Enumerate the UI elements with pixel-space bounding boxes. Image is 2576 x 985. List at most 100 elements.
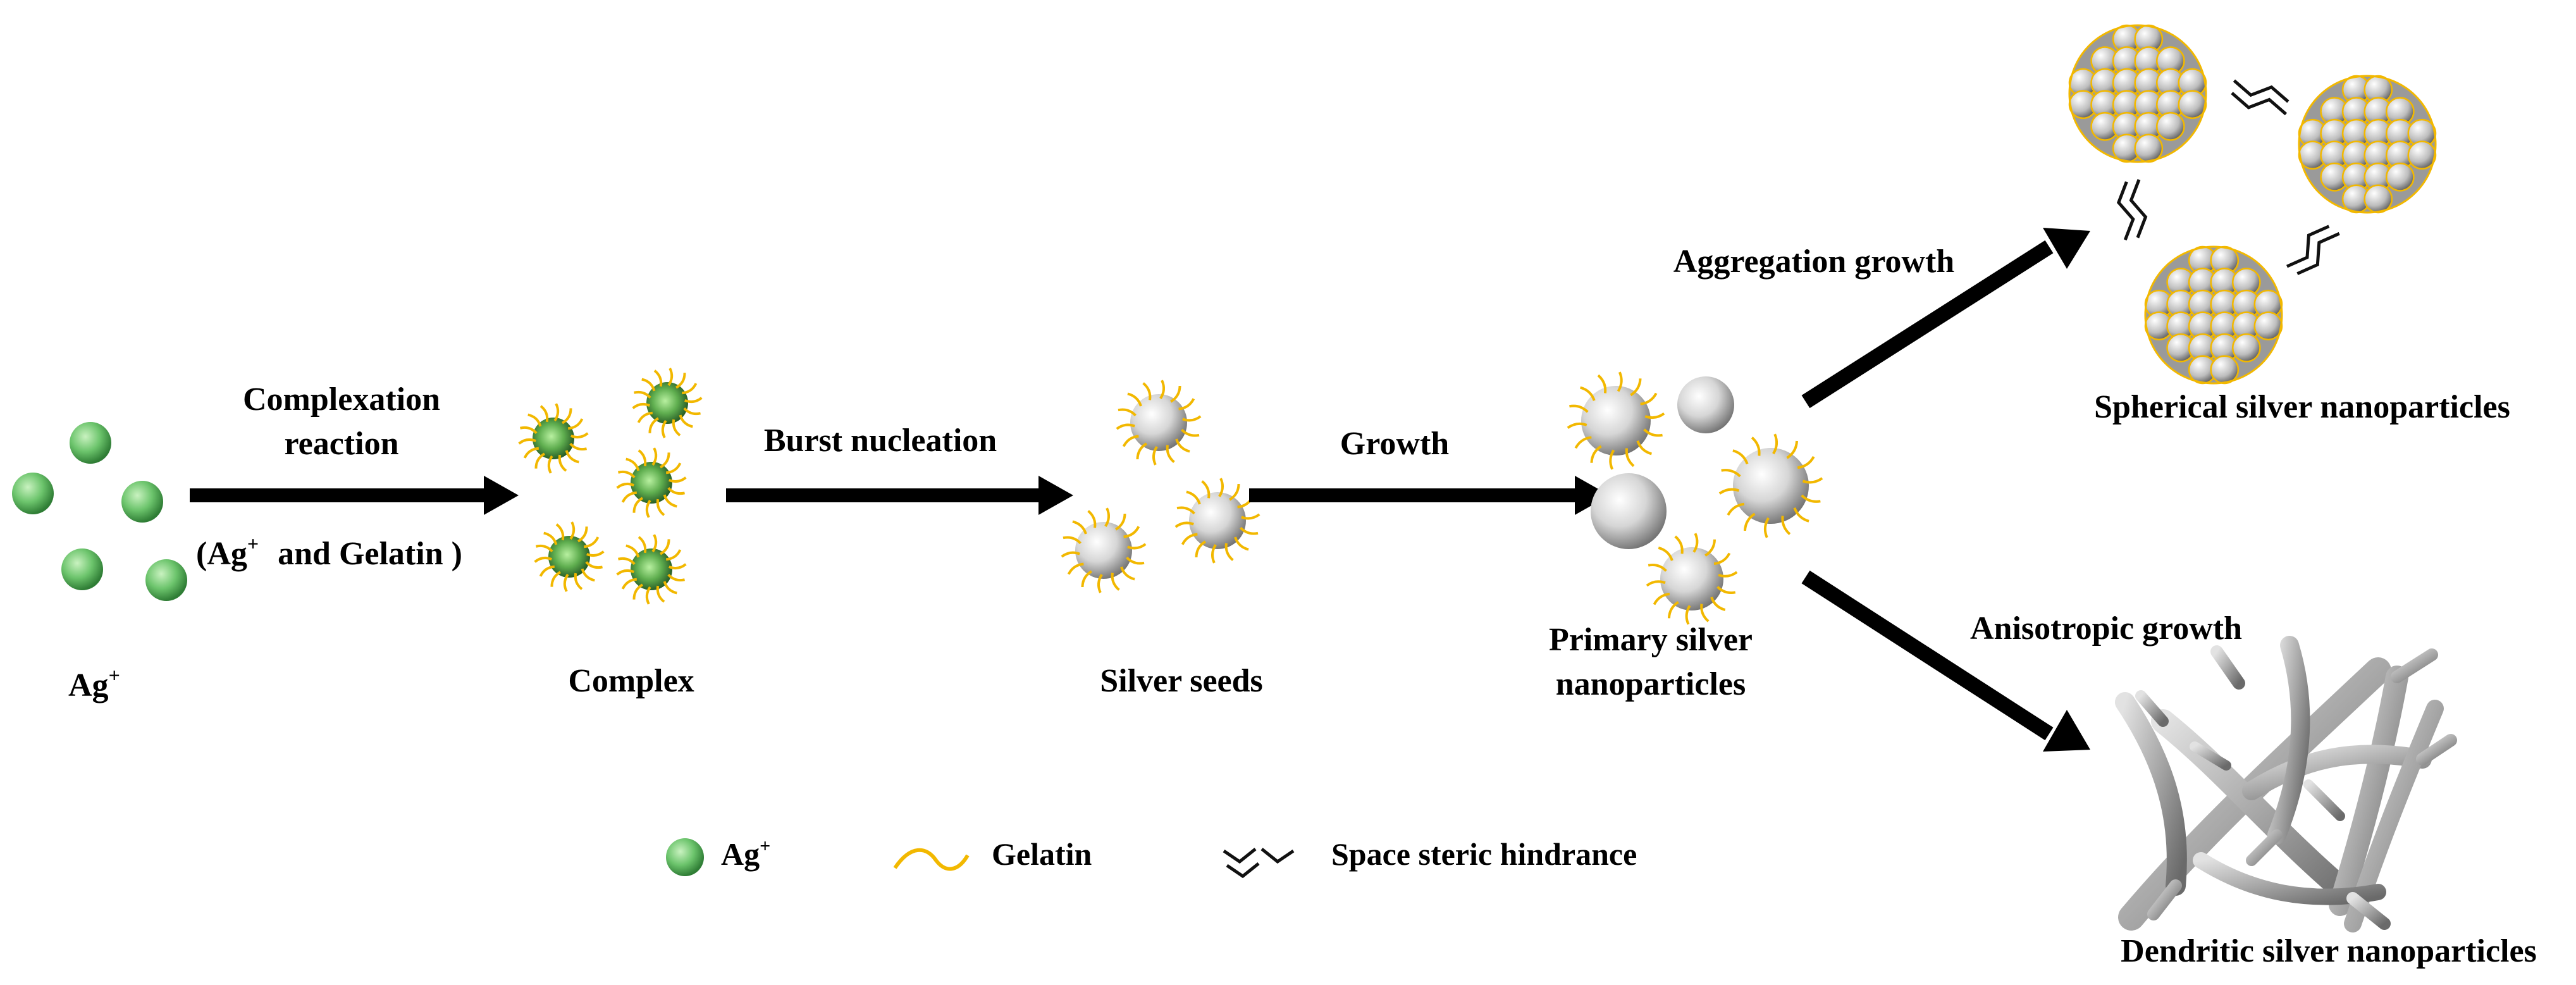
gelatin-strand: [1636, 440, 1652, 455]
ag-ion-label: Ag+: [68, 664, 120, 703]
gelatin-strand: [684, 397, 703, 404]
aggregated-nanoparticle: [2068, 24, 2207, 163]
aggregated-nanoparticle: [2144, 245, 2283, 385]
complex-particle-core: [533, 418, 574, 459]
silver-seed: [1174, 478, 1260, 564]
silver-seed-core: [1189, 492, 1246, 549]
gelatin-strand: [553, 403, 560, 422]
gelatin-strand: [663, 494, 677, 508]
silver-seed: [1061, 507, 1147, 593]
gelatin-strand: [1718, 571, 1738, 578]
gelatin-strand: [519, 426, 538, 435]
gelatin-strand: [570, 432, 589, 439]
complex-label: Complex: [568, 663, 694, 699]
gelatin-strand: [1658, 547, 1673, 561]
gelatin-strand: [1763, 517, 1770, 538]
gelatin-strand: [1218, 478, 1224, 497]
gelatin-strand: [1181, 428, 1200, 437]
gelatin-strand: [1580, 386, 1596, 401]
gelatin-strand: [1067, 562, 1084, 575]
complexation-label-line2: reaction: [285, 426, 399, 462]
gelatin-strand: [1710, 597, 1726, 611]
gelatin-strand: [651, 534, 658, 553]
gelatin-strand: [577, 526, 588, 543]
arrow-burst-nucleation: [726, 476, 1073, 515]
gelatin-strand: [681, 383, 698, 395]
gelatin-strand: [581, 568, 595, 582]
gelatin-strand: [1692, 533, 1699, 553]
gelatin-strand: [633, 390, 651, 399]
gelatin-strand: [1667, 601, 1679, 619]
primary-nanoparticle-coated: [1567, 371, 1665, 470]
gelatin-strand: [667, 573, 686, 582]
gelatin-strand: [1111, 573, 1120, 591]
gelatin-strand: [638, 536, 647, 554]
legend-steric-label: Space steric hindrance: [1331, 836, 1637, 872]
gelatin-strand: [1241, 513, 1260, 520]
gelatin-strand: [1118, 408, 1137, 417]
gelatin-strand: [663, 581, 677, 595]
gelatin-strand: [1781, 516, 1791, 535]
steric-hindrance-mark: [2286, 225, 2340, 275]
gelatin-strand: [632, 402, 651, 409]
gelatin-strand: [1646, 580, 1666, 587]
legend-ag-ion-icon: [666, 838, 704, 876]
arrow-growth: [1249, 476, 1610, 515]
gelatin-strand: [1120, 566, 1135, 581]
gelatin-strand: [527, 413, 542, 427]
complex-particle: [616, 534, 687, 605]
gelatin-strand: [569, 442, 588, 451]
gelatin-strand: [555, 523, 565, 541]
gelatin-strand: [1727, 502, 1745, 516]
gelatin-strand: [1063, 536, 1082, 545]
gelatin-strand: [632, 497, 644, 513]
gelatin-strand: [1574, 436, 1592, 449]
legend-ag-ion-label: Ag+: [721, 836, 770, 872]
silver-bead: [2155, 111, 2185, 141]
gelatin-strand: [1786, 440, 1799, 459]
gelatin-strand: [679, 414, 693, 428]
anisotropic-growth-label: Anisotropic growth: [1970, 610, 2242, 647]
primary-nanoparticle-coated-core: [1733, 448, 1809, 524]
gelatin-strand: [1718, 488, 1740, 495]
primary-label-line2: nanoparticles: [1556, 666, 1746, 702]
gelatin-strand: [661, 419, 667, 438]
gelatin-strand: [1072, 520, 1087, 535]
arrow-anisotropic: [1801, 570, 2090, 752]
gelatin-strand: [1178, 398, 1195, 411]
gelatin-strand: [632, 583, 644, 600]
gelatin-strand: [1648, 564, 1667, 572]
silver-bead: [2231, 333, 2261, 362]
gelatin-strand: [561, 408, 572, 424]
gelatin-strand: [1597, 374, 1607, 393]
steric-hindrance-mark: [2116, 179, 2148, 241]
gelatin-strand: [626, 457, 640, 471]
gelatin-strand: [1644, 412, 1665, 419]
steric-hindrance-mark: [2231, 79, 2289, 116]
gelatin-strand: [1122, 435, 1139, 447]
gelatin-strand: [656, 585, 665, 603]
aggregate-outline: [2298, 75, 2437, 214]
gelatin-strand: [665, 462, 682, 474]
gelatin-strand: [659, 452, 670, 469]
gelatin-strand: [1104, 507, 1110, 527]
spherical-label: Spherical silver nanoparticles: [2094, 389, 2510, 425]
complex-particle: [518, 403, 589, 474]
complexation-label-line1: Complexation: [243, 381, 440, 418]
gelatin-strand: [1142, 382, 1152, 400]
gelatin-strand: [617, 557, 636, 566]
complex-particle: [616, 447, 687, 518]
legend-gelatin-icon: [893, 848, 970, 871]
gelatin-strand: [653, 369, 663, 387]
primary-label-line1: Primary silver: [1549, 622, 1753, 658]
primary-nanoparticle-bare: [1591, 473, 1667, 549]
gelatin-strand: [1170, 385, 1181, 403]
gelatin-strand: [665, 549, 682, 561]
complex-particle: [534, 521, 605, 592]
gelatin-strand: [539, 405, 549, 423]
gelatin-strand: [1081, 570, 1092, 588]
primary-nanoparticle-coated-core: [1660, 547, 1723, 610]
gelatin-strand: [567, 418, 584, 430]
primary-nanoparticle-cluster: [1567, 371, 1823, 625]
gelatin-strand: [1732, 449, 1749, 465]
